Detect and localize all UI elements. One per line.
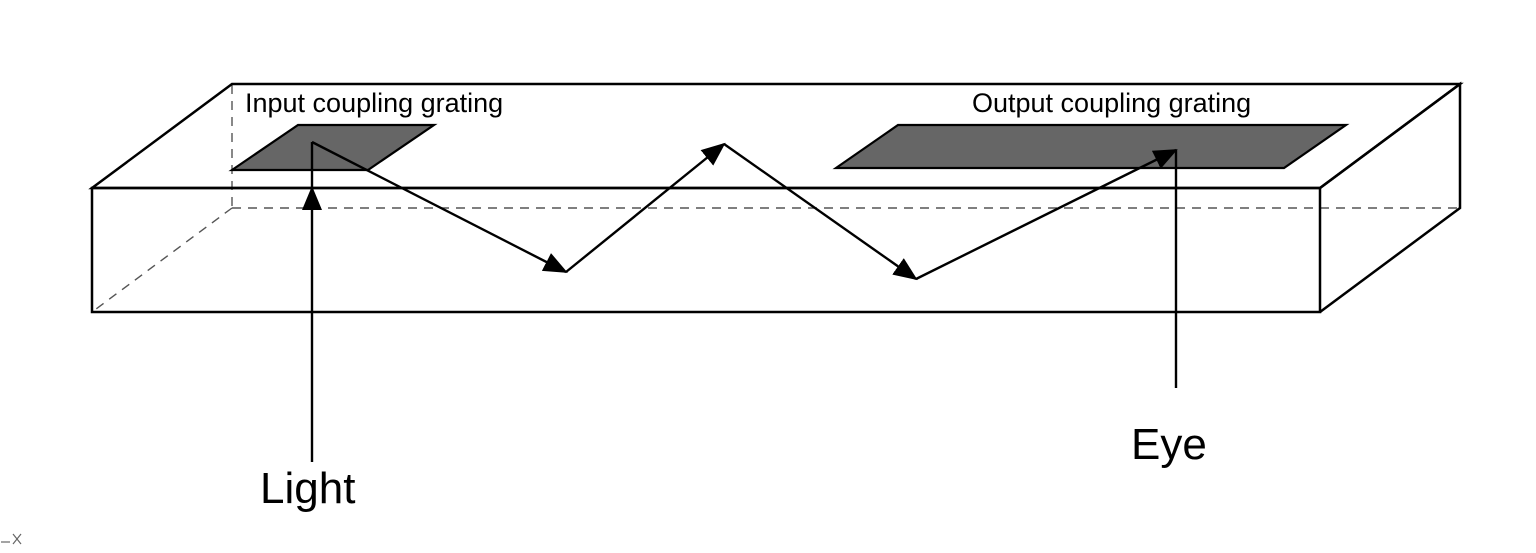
axis-indicator-icon	[1, 533, 22, 545]
slab-right-face	[1319, 81, 1462, 314]
input-grating-label: Input coupling grating	[245, 88, 503, 118]
light-ray-segment-3	[723, 143, 918, 281]
output-coupling-grating	[832, 123, 1350, 170]
light-label: Light	[260, 464, 355, 513]
light-ray-segment-2	[565, 142, 726, 273]
light-ray-segment-1	[311, 140, 568, 274]
light-ray-segment-4	[915, 148, 1178, 281]
slab-front-face	[90, 186, 1322, 314]
eye-label: Eye	[1131, 420, 1207, 469]
waveguide-slab	[88, 81, 1464, 314]
hidden-edge-bottom-left	[91, 207, 233, 313]
light-path	[302, 140, 1178, 462]
output-grating-label: Output coupling grating	[972, 88, 1251, 118]
input-coupling-grating	[228, 123, 438, 172]
waveguide-hidden-edges	[91, 85, 1460, 313]
